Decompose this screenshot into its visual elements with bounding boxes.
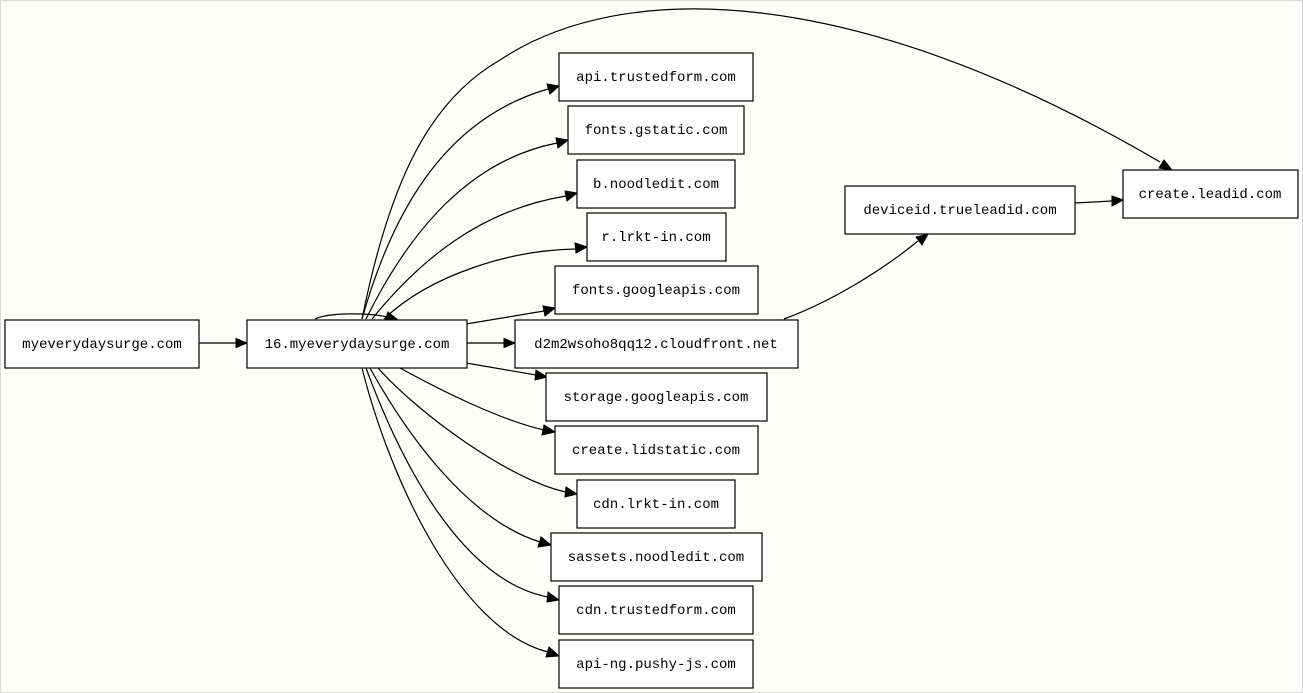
node-cloudfront[interactable]: d2m2wsoho8qq12.cloudfront.net [514,319,799,369]
edge-hub-to-fonts-gstatic [365,137,570,320]
node-label: b.noodledit.com [593,177,719,193]
edge-hub-to-b-noodledit [371,190,579,320]
node-create-lidstatic[interactable]: create.lidstatic.com [554,425,759,475]
node-label: fonts.gstatic.com [585,123,728,139]
node-label: cdn.lrkt-in.com [593,497,719,513]
edge-hub-to-sassets-noodledit [369,367,553,548]
node-storage-googleapis[interactable]: storage.googleapis.com [545,372,768,422]
node-cdn-lrkt-in[interactable]: cdn.lrkt-in.com [576,479,736,529]
node-myeverydaysurge[interactable]: myeverydaysurge.com [4,319,200,369]
edge-hub-to-r-lrkt-in [383,242,589,320]
edge-hub-to-api-trustedform [361,83,561,320]
node-create-leadid[interactable]: create.leadid.com [1122,169,1299,219]
node-label: create.lidstatic.com [572,443,740,459]
edge-cloudfront-to-deviceid [783,233,929,320]
node-16-myeverydaysurge[interactable]: 16.myeverydaysurge.com [246,319,468,369]
node-cdn-trustedform[interactable]: cdn.trustedform.com [558,585,754,635]
edge-hub-to-storage-googleapis [465,362,549,381]
node-api-trustedform[interactable]: api.trustedform.com [558,52,754,102]
node-label: create.leadid.com [1139,187,1282,203]
node-sassets-noodledit[interactable]: sassets.noodledit.com [550,532,763,582]
edge-hub-to-api-ng-pushy [361,367,561,658]
node-label: api.trustedform.com [576,70,736,86]
node-label: d2m2wsoho8qq12.cloudfront.net [534,337,778,353]
edge-hub-to-cdn-lrkt-in [377,367,579,498]
node-b-noodledit[interactable]: b.noodledit.com [576,159,736,209]
edge-hub-to-cloudfront [467,337,517,349]
node-label: sassets.noodledit.com [568,550,744,566]
node-label: 16.myeverydaysurge.com [265,337,450,353]
node-fonts-googleapis[interactable]: fonts.googleapis.com [554,265,759,315]
edge-hub-to-fonts-googleapis [465,305,557,325]
node-label: deviceid.trueleadid.com [863,203,1056,219]
node-label: fonts.googleapis.com [572,283,740,299]
node-fonts-gstatic[interactable]: fonts.gstatic.com [567,105,745,155]
node-label: cdn.trustedform.com [576,603,736,619]
edge-hub-to-cdn-trustedform [365,367,561,603]
node-api-ng-pushy[interactable]: api-ng.pushy-js.com [558,639,754,689]
node-label: r.lrkt-in.com [601,230,710,246]
node-label: api-ng.pushy-js.com [576,657,736,673]
node-label: storage.googleapis.com [564,390,749,406]
node-deviceid-trueleadid[interactable]: deviceid.trueleadid.com [844,185,1076,235]
edge-root-to-hub [199,337,249,349]
edge-hub-to-create-lidstatic [399,367,557,436]
edge-hub-to-create-leadid [361,8,1174,320]
edge-deviceid-to-create-leadid [1074,195,1125,207]
node-r-lrkt-in[interactable]: r.lrkt-in.com [586,212,727,262]
node-label: myeverydaysurge.com [22,337,182,353]
